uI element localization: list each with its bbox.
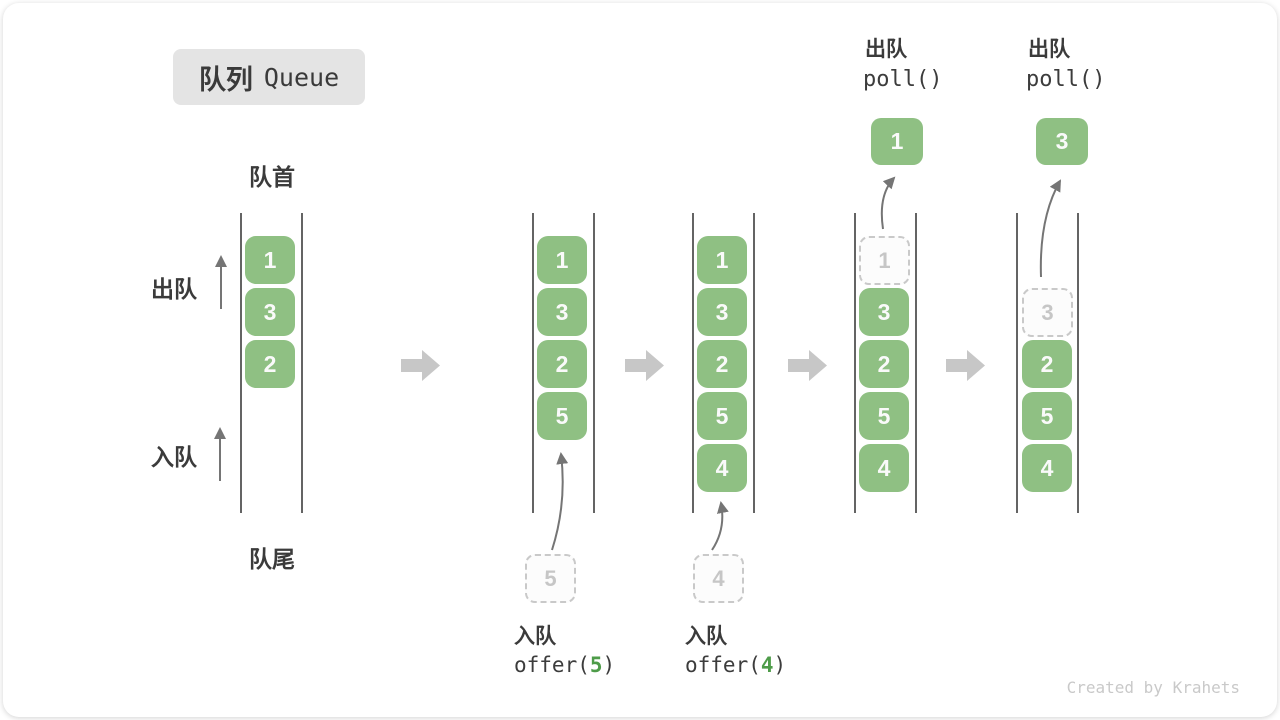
container-wall-line [854,213,856,513]
dequeue-side-label: 出队 [151,276,197,302]
code-prefix: offer( [514,653,590,677]
enqueue-op-label: 入队 [685,625,727,648]
code-prefix: offer( [685,653,761,677]
queue-item: 4 [859,444,909,492]
dequeue-op-label: 出队 [865,38,907,61]
container-wall-line [240,213,242,513]
queue-item: 5 [1022,392,1072,440]
code-suffix: ) [602,653,616,677]
step-arrow-icon [788,350,827,381]
step-arrow-icon [625,350,664,381]
container-wall-line [1077,213,1079,513]
queue-item: 3 [859,288,909,336]
title-english: Queue [263,62,340,92]
enqueue-side-label: 入队 [151,444,197,470]
poll-1-arrow-icon [880,176,896,230]
queue-item: 2 [697,340,747,388]
container-wall-line [915,213,917,513]
enqueue-op-label: 入队 [514,625,556,648]
container-wall-line [593,213,595,513]
removed-item-ghost: 3 [1022,288,1073,337]
container-wall-line [301,213,303,513]
step-arrow-icon [401,350,440,381]
removed-item-ghost: 1 [859,236,910,285]
title-chinese: 队列 [198,64,253,95]
queue-item: 5 [697,392,747,440]
container-wall-line [532,213,534,513]
polled-item: 1 [871,118,923,165]
poll-code-label: poll() [1026,67,1106,92]
watermark: Created by Krahets [1066,678,1240,697]
queue-item: 2 [537,340,587,388]
container-wall-line [753,213,755,513]
queue-front-label: 队首 [249,164,295,190]
enqueue-5-arrow-icon [551,452,569,551]
queue-item: 2 [859,340,909,388]
queue-item: 5 [859,392,909,440]
queue-item: 1 [245,236,295,284]
queue-item: 3 [697,288,747,336]
queue-rear-label: 队尾 [249,546,295,572]
poll-code-label: poll() [863,67,943,92]
code-arg: 5 [589,653,603,677]
step-arrow-icon [946,350,985,381]
polled-item: 3 [1036,118,1088,165]
incoming-item-ghost: 4 [693,554,744,603]
poll-3-arrow-icon [1039,179,1061,278]
offer4-code-label: offer(4) [685,653,786,677]
queue-item: 3 [245,288,295,336]
queue-item: 3 [537,288,587,336]
container-wall-line [692,213,694,513]
queue-item: 2 [245,340,295,388]
incoming-item-ghost: 5 [525,554,576,603]
queue-item: 5 [537,392,587,440]
code-arg: 4 [760,653,774,677]
offer5-code-label: offer(5) [514,653,615,677]
queue-item: 2 [1022,340,1072,388]
queue-item: 1 [697,236,747,284]
queue-item: 4 [697,444,747,492]
container-wall-line [1016,213,1018,513]
code-suffix: ) [773,653,787,677]
title-badge: 队列 Queue [173,49,365,105]
queue-item: 4 [1022,444,1072,492]
queue-item: 1 [537,236,587,284]
enqueue-4-arrow-icon [711,501,729,551]
dequeue-op-label: 出队 [1028,38,1070,61]
diagram-canvas: 队列 Queue 队首 队尾 出队 入队 1 3 2 1 3 2 5 5 入队 … [3,3,1277,717]
